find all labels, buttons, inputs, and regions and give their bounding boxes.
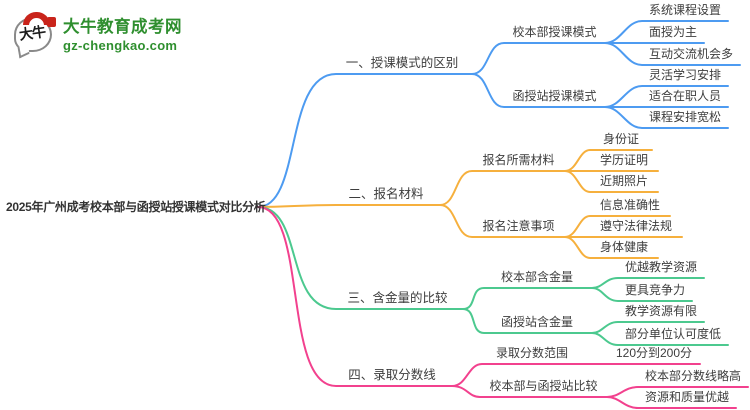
leaf-node: 遵守法律法规 <box>599 219 672 233</box>
leaf-node: 学历证明 <box>599 153 648 167</box>
leaf-node: 教学资源有限 <box>624 304 697 318</box>
site-name: 大牛教育成考网 <box>63 18 182 36</box>
leaf-node: 优越教学资源 <box>624 260 697 274</box>
leaf-node: 适合在职人员 <box>648 89 721 103</box>
branch1-sub1-connector <box>471 42 606 75</box>
site-url: gz-chengkao.com <box>63 38 178 53</box>
root-topic: 2025年广州成考校本部与函授站授课模式对比分析 <box>6 200 266 214</box>
leaf-node: 身份证 <box>602 132 639 146</box>
branch4-node: 四、录取分数线 <box>348 368 436 382</box>
branch4-sub1-node: 录取分数范围 <box>495 346 568 360</box>
branch2-node: 二、报名材料 <box>348 187 424 201</box>
branch3-sub2-node: 函授站含金量 <box>500 315 573 329</box>
branch2-root-connector <box>257 204 441 208</box>
leaf-node: 课程安排宽松 <box>648 110 721 124</box>
logo-text-block: 大牛教育成考网 gz-chengkao.com <box>63 13 182 53</box>
branch4-sub2-node: 校本部与函授站比较 <box>489 379 598 393</box>
logo-bubble-tail <box>17 42 30 59</box>
leaf-node: 校本部分数线略高 <box>644 369 741 383</box>
leaf-node: 身体健康 <box>599 240 648 254</box>
branch1-sub1-node: 校本部授课模式 <box>512 25 597 39</box>
leaf-node: 信息准确性 <box>599 198 660 212</box>
leaf-node: 互动交流机会多 <box>648 47 733 61</box>
daniu-logo-icon: 大牛 <box>14 12 56 59</box>
leaf-node: 近期照片 <box>599 174 648 188</box>
branch3-sub1-node: 校本部含金量 <box>500 270 573 284</box>
branch2-sub2-node: 报名注意事项 <box>482 219 555 233</box>
branch1-node: 一、授课模式的区别 <box>345 56 459 70</box>
leaf-node: 系统课程设置 <box>648 3 721 17</box>
logo-red-arc <box>23 12 50 26</box>
branch2-sub1-connector <box>439 170 566 206</box>
leaf-node: 资源和质量优越 <box>644 390 729 404</box>
leaf-node: 更具竞争力 <box>624 283 685 297</box>
leaf-node: 部分单位认可度低 <box>624 327 721 341</box>
branch3-node: 三、含金量的比较 <box>347 291 448 305</box>
leaf-node: 灵活学习安排 <box>648 68 721 82</box>
logo-red-seal <box>47 17 56 27</box>
leaf-node: 面授为主 <box>648 25 697 39</box>
site-logo[interactable]: 大牛 大牛教育成考网 gz-chengkao.com <box>14 12 182 59</box>
branch1-sub2-node: 函授站授课模式 <box>512 89 597 103</box>
branch3-sub1-connector <box>462 287 593 310</box>
branch2-sub1-node: 报名所需材料 <box>482 153 555 167</box>
leaf-node: 120分到200分 <box>615 346 693 360</box>
logo-characters: 大牛 <box>18 23 46 43</box>
